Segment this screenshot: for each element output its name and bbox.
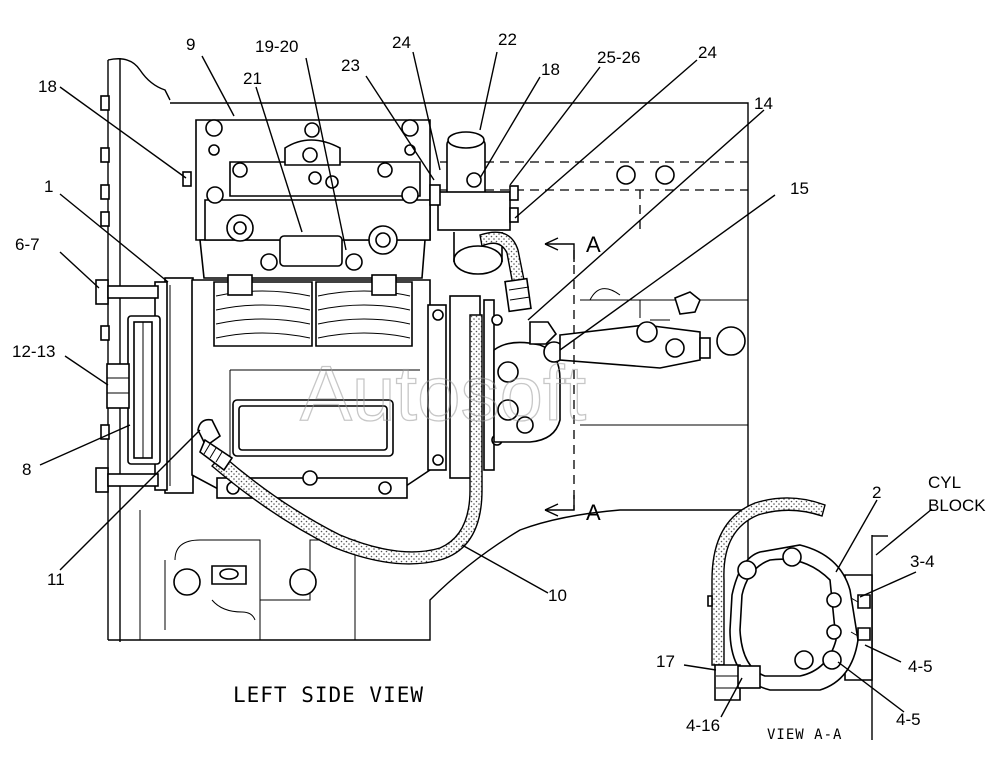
view-a-a-detail <box>707 497 888 740</box>
leader-lines <box>39 51 933 718</box>
callout-25-26: 25-26 <box>597 48 640 67</box>
cylinder-head <box>182 119 431 296</box>
callout-6-7: 6-7 <box>15 235 40 254</box>
section-marker-top: A <box>586 232 601 257</box>
callout-17: 17 <box>656 652 675 671</box>
diagram-title: LEFT SIDE VIEW <box>233 683 424 707</box>
gear-hub-bolts <box>106 363 130 409</box>
cyl-block-label-line1: CYL <box>928 473 961 492</box>
air-line <box>479 231 532 313</box>
callout-11: 11 <box>47 570 65 589</box>
callout-10: 10 <box>548 586 567 605</box>
engine-block-outline <box>107 58 749 642</box>
callout-9: 9 <box>186 35 195 54</box>
callout-12-13: 12-13 <box>12 342 55 361</box>
callout-18b: 18 <box>541 60 560 79</box>
callout-1: 1 <box>44 177 53 196</box>
callout-24b: 24 <box>698 43 717 62</box>
callout-4-5b: 4-5 <box>896 710 921 729</box>
section-cut-line <box>544 237 575 517</box>
callout-23: 23 <box>341 56 360 75</box>
callout-15: 15 <box>790 179 809 198</box>
callout-19-20: 19-20 <box>255 37 298 56</box>
watermark: Autosoft <box>300 349 587 437</box>
callout-4-16: 4-16 <box>686 716 720 735</box>
callout-8: 8 <box>22 460 31 479</box>
flange-bolts <box>95 95 159 493</box>
power-steering-pump <box>493 341 561 443</box>
cyl-block-label-line2: BLOCK <box>928 496 986 515</box>
callout-labels: 9 19-20 21 24 22 23 18 25-26 24 14 15 18… <box>12 30 935 735</box>
callout-22: 22 <box>498 30 517 49</box>
discharge-fitting <box>429 131 519 275</box>
callout-4-5a: 4-5 <box>908 657 933 676</box>
drive-gear <box>127 315 161 465</box>
section-marker-bottom: A <box>586 500 601 525</box>
elbow-fitting <box>529 321 711 369</box>
hose-fitting-11 <box>197 418 234 472</box>
cylinder-fins <box>213 281 413 347</box>
callout-18a: 18 <box>38 77 57 96</box>
callout-2: 2 <box>872 483 881 502</box>
callout-3-4: 3-4 <box>910 552 935 571</box>
callout-24a: 24 <box>392 33 411 52</box>
oil-supply-hose <box>210 314 483 565</box>
view-a-a-label: VIEW A-A <box>767 727 842 743</box>
callout-21: 21 <box>243 69 262 88</box>
callout-14: 14 <box>754 94 773 113</box>
